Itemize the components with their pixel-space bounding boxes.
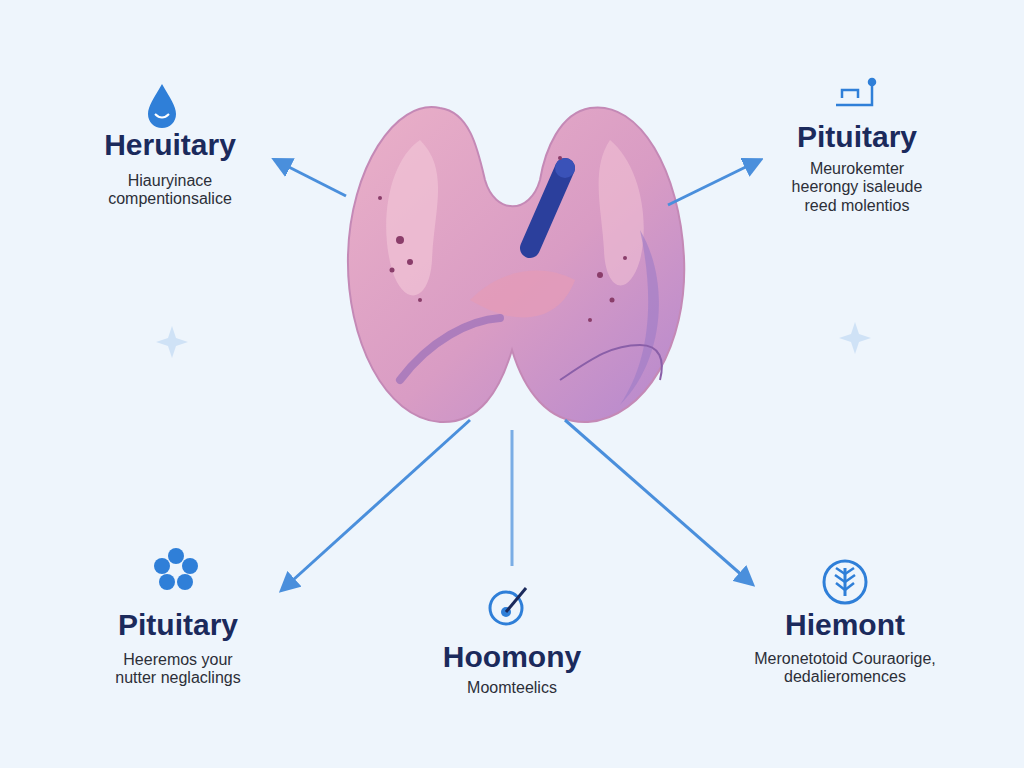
gland-band [400, 318, 500, 380]
gland-vein [560, 345, 662, 380]
flower-icon [154, 548, 198, 590]
thyroid-gland [348, 107, 684, 422]
tube-end [555, 158, 575, 178]
section-heading: Pituitary [733, 120, 981, 153]
leaf-icon [824, 561, 866, 603]
pointer-arrow [282, 420, 470, 590]
gland-dots [378, 156, 627, 322]
pointer-arrow [565, 420, 752, 584]
section-text: Heeremos your nutter neglaclings [104, 651, 252, 688]
gauge-icon [490, 588, 526, 624]
chart-icon [836, 79, 875, 105]
pointer-arrow [275, 160, 346, 196]
section-heading: Hoomony [388, 640, 636, 673]
section-text: Meurokemter heerongy isaleude reed molen… [782, 160, 932, 215]
gland-highlight [386, 140, 438, 295]
section-text: Meronetotoid Couraorige, dedalieromences [743, 650, 948, 687]
section-text: Moomteelics [422, 679, 602, 697]
section-heading: Hiemont [721, 608, 969, 641]
pointer-arrow [668, 160, 760, 205]
drop-icon [148, 84, 176, 128]
section-heading: Pituitary [54, 608, 302, 641]
sparkle [156, 326, 188, 358]
section-heading: Heruitary [46, 128, 294, 161]
tube [530, 168, 565, 248]
sparkle [839, 322, 871, 354]
section-text: Hiauryinace compentionsalice [80, 172, 260, 209]
gland-fold [470, 270, 575, 317]
gland-shadow [620, 230, 659, 405]
pointer-line [511, 430, 514, 566]
drop-icon-smile [155, 114, 169, 118]
gland-highlight [599, 140, 644, 285]
